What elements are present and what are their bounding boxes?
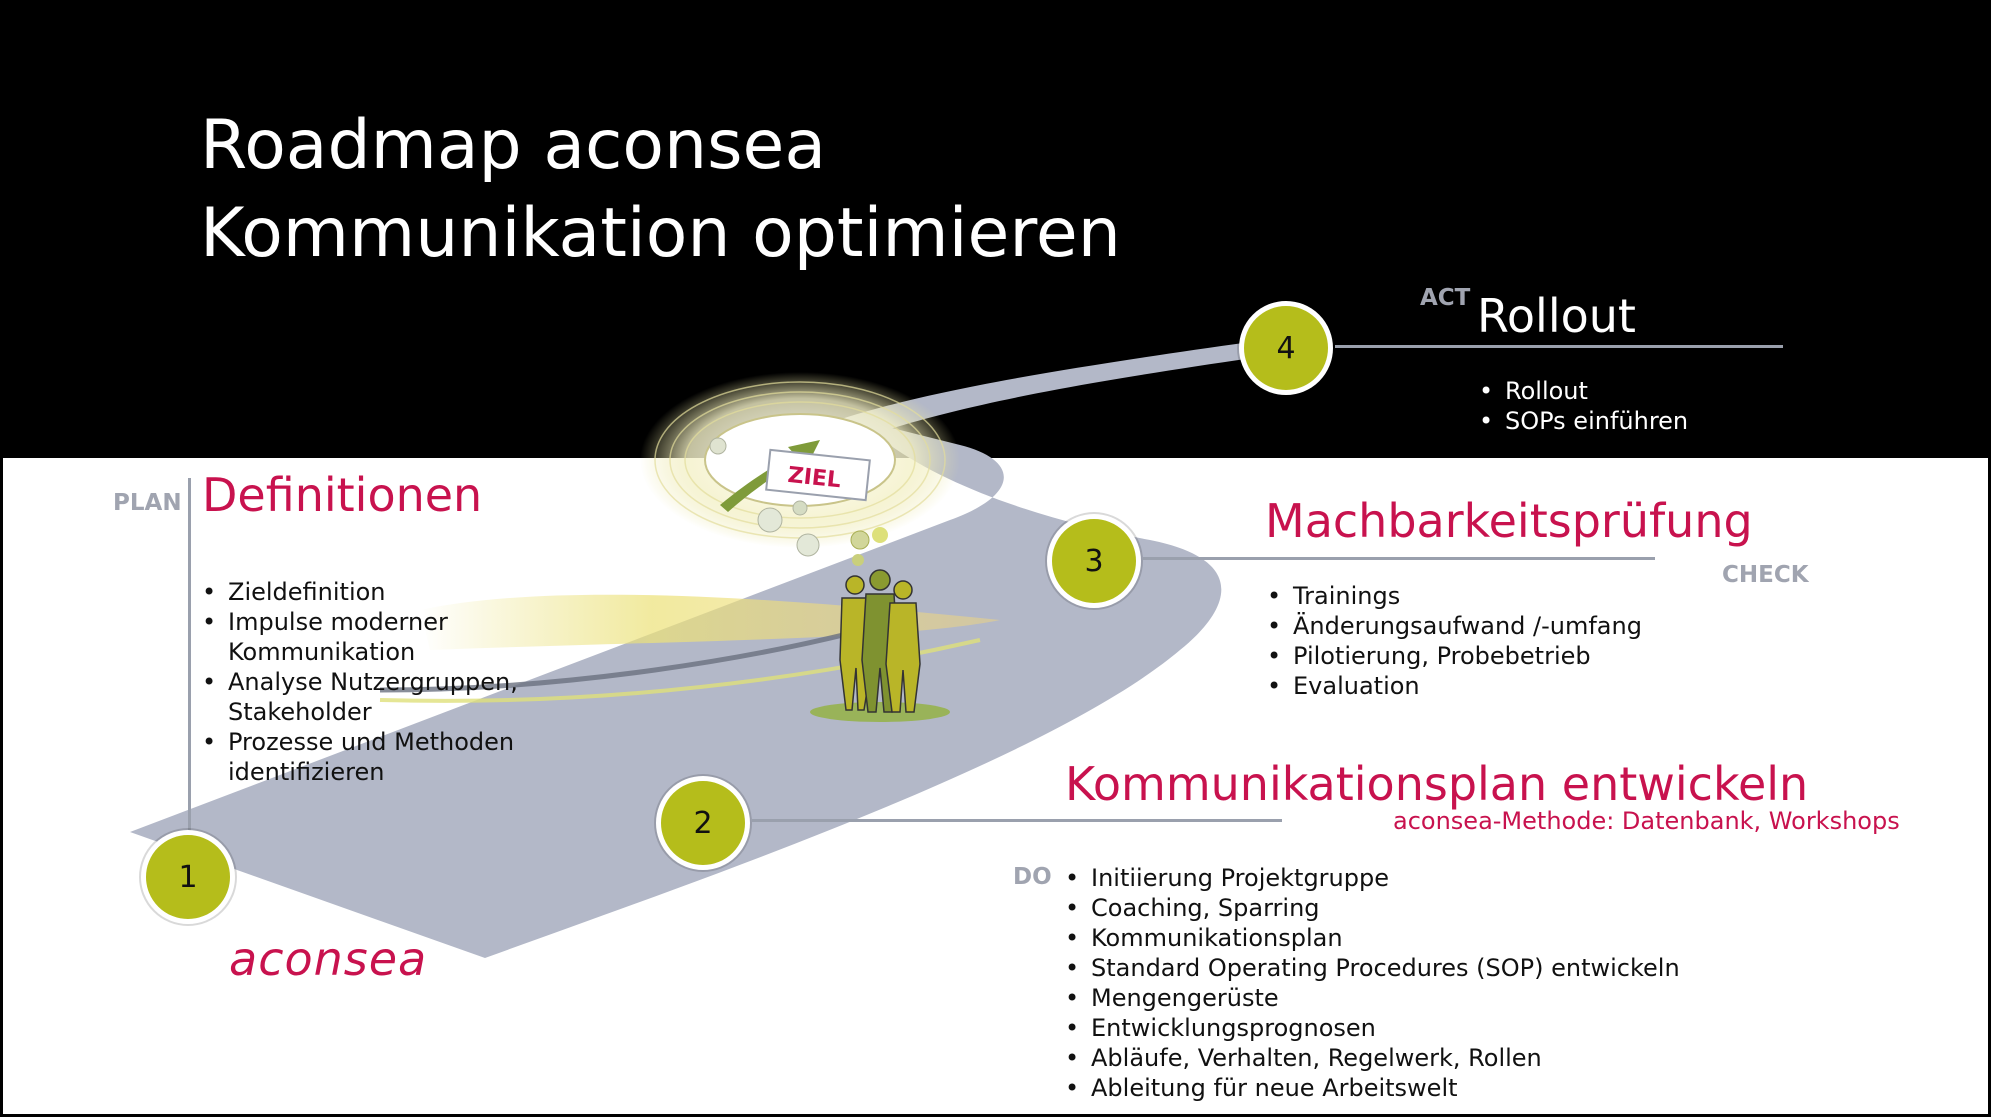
step2-heading: Kommunikationsplan entwickeln	[1065, 757, 1809, 811]
step2-marker: 2	[656, 776, 750, 870]
step2-item: Ableitung für neue Arbeitswelt	[1063, 1073, 1783, 1103]
step2-item: Kommunikationsplan	[1063, 923, 1783, 953]
step3-marker: 3	[1047, 514, 1141, 608]
step4-connector-line	[1335, 345, 1783, 348]
step4-item: SOPs einführen	[1477, 406, 1877, 436]
frame-bottom	[0, 1114, 1991, 1117]
step2-item: Abläufe, Verhalten, Regelwerk, Rollen	[1063, 1043, 1783, 1073]
step3-item: Trainings	[1265, 581, 1725, 611]
step1-item: Analyse Nutzergruppen, Stakeholder	[200, 667, 640, 727]
step1-item: Zieldefinition	[200, 577, 640, 607]
tag-check: CHECK	[1722, 562, 1809, 588]
step4-item: Rollout	[1477, 376, 1877, 406]
tag-act: ACT	[1420, 285, 1471, 311]
aconsea-logo: aconsea	[229, 932, 428, 986]
step2-item: Standard Operating Procedures (SOP) entw…	[1063, 953, 1783, 983]
step2-list: Initiierung Projektgruppe Coaching, Spar…	[1063, 863, 1783, 1103]
step2-item: Initiierung Projektgruppe	[1063, 863, 1783, 893]
step4-list: Rollout SOPs einführen	[1477, 376, 1877, 436]
step1-item: Prozesse und Methoden identifizieren	[200, 727, 640, 787]
tag-do: DO	[1013, 864, 1052, 890]
tag-plan: PLAN	[113, 490, 182, 516]
goal-sign	[765, 448, 871, 502]
step4-marker: 4	[1239, 301, 1333, 395]
step1-marker: 1	[141, 830, 235, 924]
frame-left	[0, 458, 3, 1117]
step3-item: Evaluation	[1265, 671, 1725, 701]
road-upper	[810, 342, 1252, 450]
frame-right	[1988, 458, 1991, 1117]
step3-list: Trainings Änderungsaufwand /-umfang Pilo…	[1265, 581, 1725, 701]
figures-shadow	[810, 702, 950, 722]
step3-heading: Machbarkeitsprüfung	[1265, 494, 1753, 548]
step1-heading: Definitionen	[202, 468, 483, 522]
step2-connector-line	[752, 819, 1282, 822]
people-figures	[839, 569, 921, 713]
goal-sign-text: ZIEL	[786, 463, 842, 493]
step2-item: Entwicklungsprognosen	[1063, 1013, 1783, 1043]
step2-subheading: aconsea-Methode: Datenbank, Workshops	[1393, 807, 1900, 835]
slide-title: Roadmap aconsea Kommunikation optimieren	[200, 102, 1121, 278]
step2-item: Mengengerüste	[1063, 983, 1783, 1013]
step1-item: Impulse moderner Kommunikation	[200, 607, 640, 667]
step2-item: Coaching, Sparring	[1063, 893, 1783, 923]
title-line-1: Roadmap aconsea	[200, 106, 827, 185]
title-line-2: Kommunikation optimieren	[200, 194, 1121, 273]
step3-connector-line	[1143, 557, 1655, 560]
step4-heading: Rollout	[1477, 289, 1636, 343]
step1-list: Zieldefinition Impulse moderner Kommunik…	[200, 577, 640, 787]
step3-item: Pilotierung, Probebetrieb	[1265, 641, 1725, 671]
step1-vertical-line	[188, 478, 191, 838]
step3-item: Änderungsaufwand /-umfang	[1265, 611, 1725, 641]
